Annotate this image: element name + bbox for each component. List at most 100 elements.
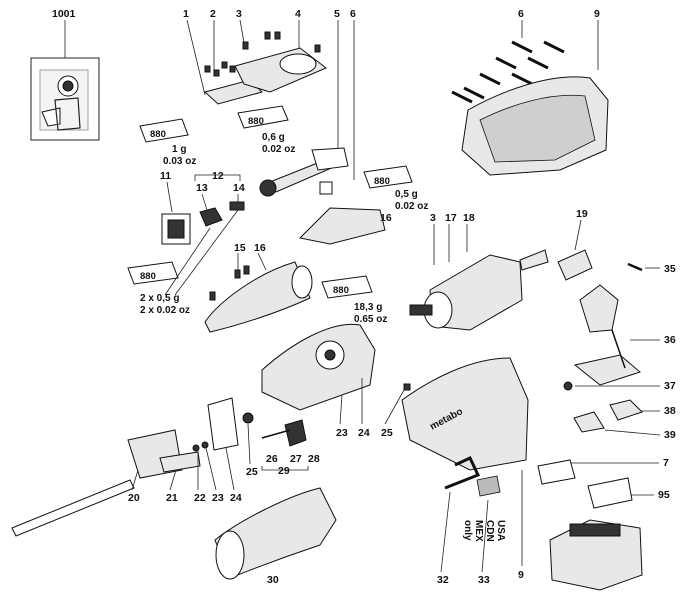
plate-95: [587, 477, 633, 509]
callout-9b: 9: [518, 569, 524, 581]
rubber-boot-33: 30: [214, 487, 337, 586]
lever-27: [284, 419, 307, 447]
region-note: USA CDN MEX only: [462, 520, 506, 542]
callout-10: 11: [160, 170, 171, 182]
grease-code: 880: [140, 271, 156, 282]
detail-1001: 1001: [30, 8, 100, 141]
bushing-6: [319, 181, 333, 195]
callout-31: 24: [358, 427, 370, 439]
gasket-24: [207, 397, 239, 451]
plate-21: [159, 451, 201, 473]
callout-23: 23: [212, 492, 224, 504]
callout-28: 28: [308, 453, 320, 465]
screws-8: [451, 40, 565, 104]
grease-tube-1: 880 0,6 g 0.02 oz: [237, 105, 295, 155]
gear-cover-15: [204, 261, 311, 333]
region-usa: USA: [495, 520, 506, 541]
callout-24: 24: [230, 492, 242, 504]
callout-15: 16: [254, 242, 266, 254]
callout-12: 13: [196, 182, 208, 194]
callout-21: 21: [166, 492, 178, 504]
battery-pack: [549, 519, 643, 591]
grease-tube-5: 880 18,3 g 0.65 oz: [321, 275, 387, 325]
callout-30: 23: [336, 427, 348, 439]
callout-1001: 1001: [52, 8, 76, 20]
grease-amount-g: 18,3 g: [354, 302, 382, 313]
callout-32: 25: [381, 427, 393, 439]
housing-shell: [401, 357, 529, 471]
callout-14: 15: [234, 242, 246, 254]
callout-4: 4: [295, 8, 301, 20]
cover-15-group: 15 16: [204, 242, 313, 333]
callout-17: 17: [445, 212, 457, 224]
switch-36: [579, 284, 619, 333]
callout-36: 36: [664, 334, 676, 346]
callout-29: 29: [278, 465, 290, 477]
callout-25: 25: [246, 466, 258, 478]
grease-amount-g: 1 g: [172, 144, 186, 155]
clip-12: [199, 207, 223, 227]
callout-6: 6: [350, 8, 356, 20]
grease-tube-2: 880 1 g 0.03 oz: [139, 118, 196, 167]
top-plate-group: 1 2 3 4: [183, 8, 327, 105]
grease-amount-oz: 0.02 oz: [262, 144, 295, 155]
instruction-sheet-40: [476, 475, 501, 497]
grease-tube-3: 880 0,5 g 0.02 oz: [363, 165, 428, 212]
callout-40: 33: [478, 574, 490, 586]
housing-9-group: 6 9: [451, 8, 609, 176]
grease-tube-4: 880 2 x 0,5 g 2 x 0.02 oz: [127, 209, 239, 316]
callout-13: 14: [233, 182, 245, 194]
grease-amount-oz: 0.02 oz: [395, 201, 428, 212]
callout-95: 95: [658, 489, 670, 501]
label-7: [537, 459, 576, 485]
guide-plate-16: [298, 207, 386, 245]
grease-amount-oz: 0.65 oz: [354, 314, 387, 325]
grease-code: 880: [374, 176, 390, 187]
callout-9: 9: [594, 8, 600, 20]
callout-37: 37: [664, 380, 676, 392]
callout-34: 32: [437, 574, 449, 586]
callout-27: 27: [290, 453, 302, 465]
crank-shaft-group: 5 6 16: [259, 8, 392, 245]
screws-2: [204, 31, 321, 77]
parts-10-13: 11 12 13 14: [160, 170, 245, 245]
grease-amount-g: 0,6 g: [262, 132, 285, 143]
callout-1: 1: [183, 8, 189, 20]
callout-39: 39: [664, 429, 676, 441]
callout-7: 7: [663, 457, 669, 469]
saw-blade: [11, 479, 135, 537]
tools-group: 32 33 USA CDN MEX only: [437, 456, 506, 586]
region-mex: MEX: [473, 520, 484, 542]
callout-22: 22: [194, 492, 206, 504]
region-only: only: [462, 520, 473, 541]
callout-2: 2: [210, 8, 216, 20]
callout-11: 12: [212, 170, 224, 182]
callout-19: 19: [576, 208, 588, 220]
part-38: [609, 399, 643, 421]
hex-key-34: [444, 456, 481, 490]
callout-38: 38: [664, 405, 676, 417]
callout-33: 30: [267, 574, 279, 586]
switch-trigger-19: [557, 249, 593, 281]
blade-clamp-group: 20 21 22 23 24 25 26 27 28 29: [11, 397, 320, 537]
callout-3b: 3: [430, 212, 436, 224]
callout-16: 16: [380, 212, 392, 224]
callout-35: 35: [664, 263, 676, 275]
switch-group: 19 35 36 37 38 39: [557, 208, 676, 441]
plate-1: [203, 79, 263, 105]
callout-26: 26: [266, 453, 278, 465]
grease-amount-oz: 2 x 0.02 oz: [140, 305, 190, 316]
grease-amount-g: 2 x 0,5 g: [140, 293, 179, 304]
motor-housing-metabo: metabo 7 95 9: [401, 357, 670, 581]
callout-3: 3: [236, 8, 242, 20]
gear-housing-31: [261, 323, 376, 411]
grease-code: 880: [150, 129, 166, 140]
pad-13: [229, 201, 245, 211]
part-39: [573, 411, 605, 433]
grease-amount-oz: 0.03 oz: [163, 156, 196, 167]
callout-18: 18: [463, 212, 475, 224]
region-cdn: CDN: [484, 520, 495, 542]
grease-amount-g: 0,5 g: [395, 189, 418, 200]
